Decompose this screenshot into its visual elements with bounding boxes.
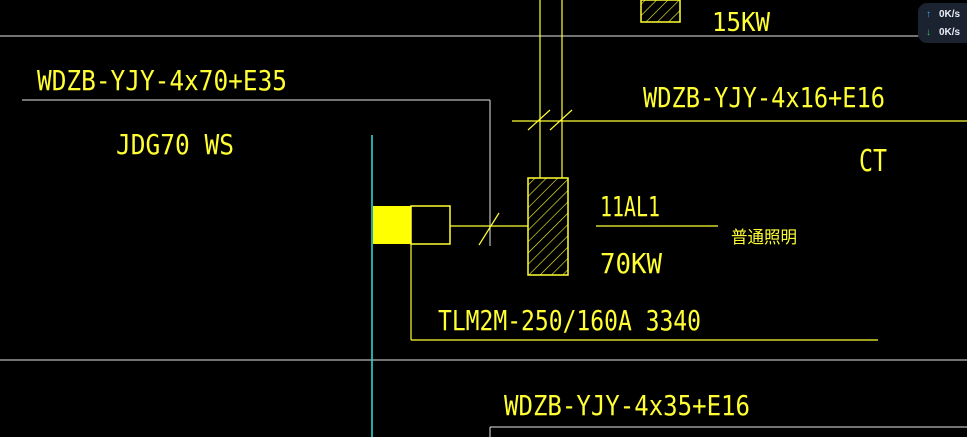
arrow-up-icon: ↑ — [926, 9, 931, 20]
label-cable-top-right: WDZB-YJY-4x16+E16 — [643, 81, 885, 114]
download-speed-row: ↓ 0K/s — [926, 26, 960, 40]
distribution-panel[interactable] — [527, 177, 569, 276]
label-lighting: 普通照明 — [731, 228, 797, 248]
upload-speed-row: ↑ 0K/s — [926, 8, 960, 22]
label-conduit: JDG70 WS — [116, 128, 234, 161]
label-breaker: TLM2M-250/160A 3340 — [438, 304, 701, 337]
label-ct: CT — [859, 144, 887, 179]
arrow-down-icon: ↓ — [926, 27, 931, 38]
hatched-block-top — [640, 0, 681, 23]
tick-mark-1 — [527, 109, 551, 131]
upload-speed-value: 0K/s — [939, 9, 961, 20]
label-power-top: 15KW — [712, 8, 770, 38]
breaker-symbol-filled — [373, 206, 411, 244]
breaker-symbol-outline — [410, 205, 451, 245]
label-panel-power: 70KW — [600, 247, 662, 280]
tick-mark-3 — [478, 212, 500, 246]
download-speed-value: 0K/s — [939, 27, 961, 38]
label-panel-id: 11AL1 — [600, 190, 660, 223]
label-cable-bottom: WDZB-YJY-4x35+E16 — [504, 389, 750, 422]
tick-mark-2 — [549, 109, 573, 131]
network-speed-widget[interactable]: ↑ 0K/s ↓ 0K/s — [918, 3, 967, 43]
label-cable-main: WDZB-YJY-4x70+E35 — [37, 64, 287, 97]
